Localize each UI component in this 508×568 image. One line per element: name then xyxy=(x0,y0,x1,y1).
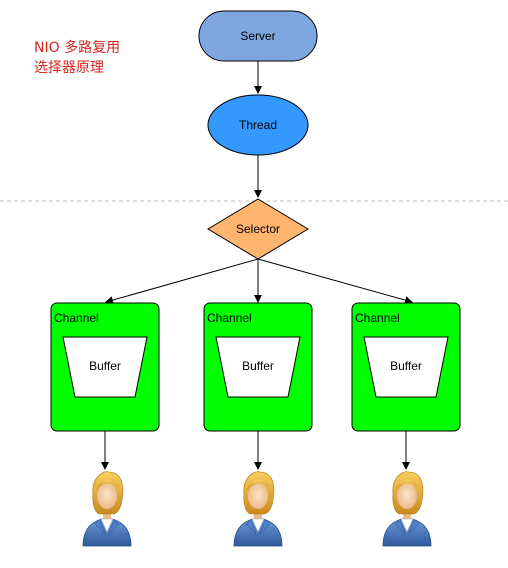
server-node: Server xyxy=(198,10,318,62)
thread-label: Thread xyxy=(239,118,277,132)
channel-node: Channel Buffer xyxy=(203,302,313,432)
buffer-label: Buffer xyxy=(390,359,422,373)
channel-node: Channel Buffer xyxy=(351,302,461,432)
selector-to-channel-1-arrow xyxy=(105,258,259,304)
user-icon xyxy=(382,471,432,547)
note-line-2: 选择器原理 xyxy=(34,60,104,76)
channel-node: Channel Buffer xyxy=(50,302,160,432)
buffer-label: Buffer xyxy=(242,359,274,373)
buffer-node xyxy=(363,336,449,398)
channel-label: Channel xyxy=(207,311,252,325)
channel-label: Channel xyxy=(355,311,400,325)
buffer-label: Buffer xyxy=(89,359,121,373)
diagram-note: NIO 多路复用 选择器原理 xyxy=(34,38,120,78)
buffer-node xyxy=(215,336,301,398)
thread-node: Thread xyxy=(207,94,309,156)
user-icon xyxy=(82,471,132,547)
server-label: Server xyxy=(240,29,275,43)
buffer-node xyxy=(62,336,148,398)
selector-to-channel-3-arrow xyxy=(257,258,413,304)
user-icon xyxy=(233,471,283,547)
channel-label: Channel xyxy=(54,311,99,325)
selector-label: Selector xyxy=(236,222,280,236)
selector-node: Selector xyxy=(207,198,309,260)
note-line-1: NIO 多路复用 xyxy=(34,40,121,56)
